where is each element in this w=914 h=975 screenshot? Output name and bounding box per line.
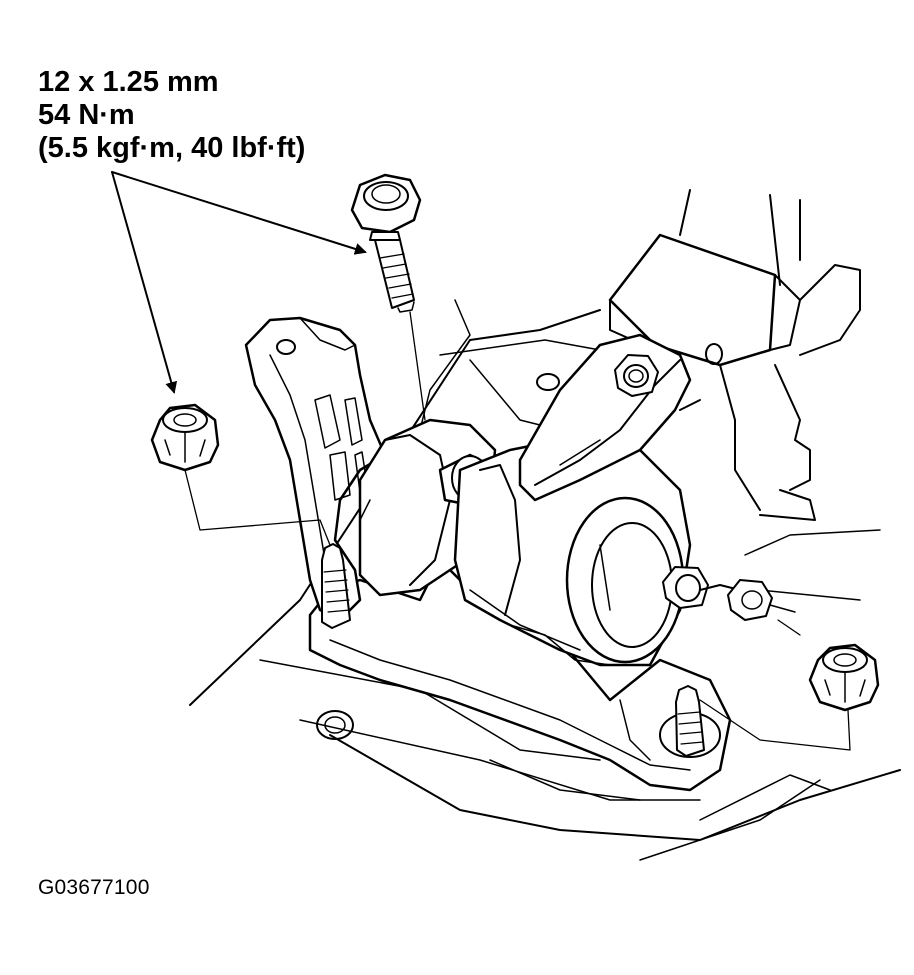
- through-bolt-nut: [662, 566, 796, 621]
- flange-bolt-icon: [350, 173, 422, 313]
- fastener-size: 12 x 1.25 mm: [38, 66, 219, 98]
- frame-background: [189, 299, 901, 861]
- flange-nut-icon: [808, 643, 880, 712]
- installation-leader-lines: [184, 311, 851, 751]
- torque-alt-units: (5.5 kgf·m, 40 lbf·ft): [38, 132, 306, 164]
- mount-bushing: [358, 418, 692, 667]
- transmission-case: [608, 189, 881, 601]
- torque-spec-callout: 12 x 1.25 mm 54 N·m (5.5 kgf·m, 40 lbf·f…: [38, 66, 305, 165]
- figure-id: G03677100: [38, 876, 150, 899]
- torque-value: 54 N·m: [38, 99, 135, 131]
- flange-nut-icon: [150, 403, 220, 472]
- mount-link-arm: [518, 333, 692, 502]
- stud-icon: [321, 543, 705, 757]
- callout-arrows: [111, 171, 367, 394]
